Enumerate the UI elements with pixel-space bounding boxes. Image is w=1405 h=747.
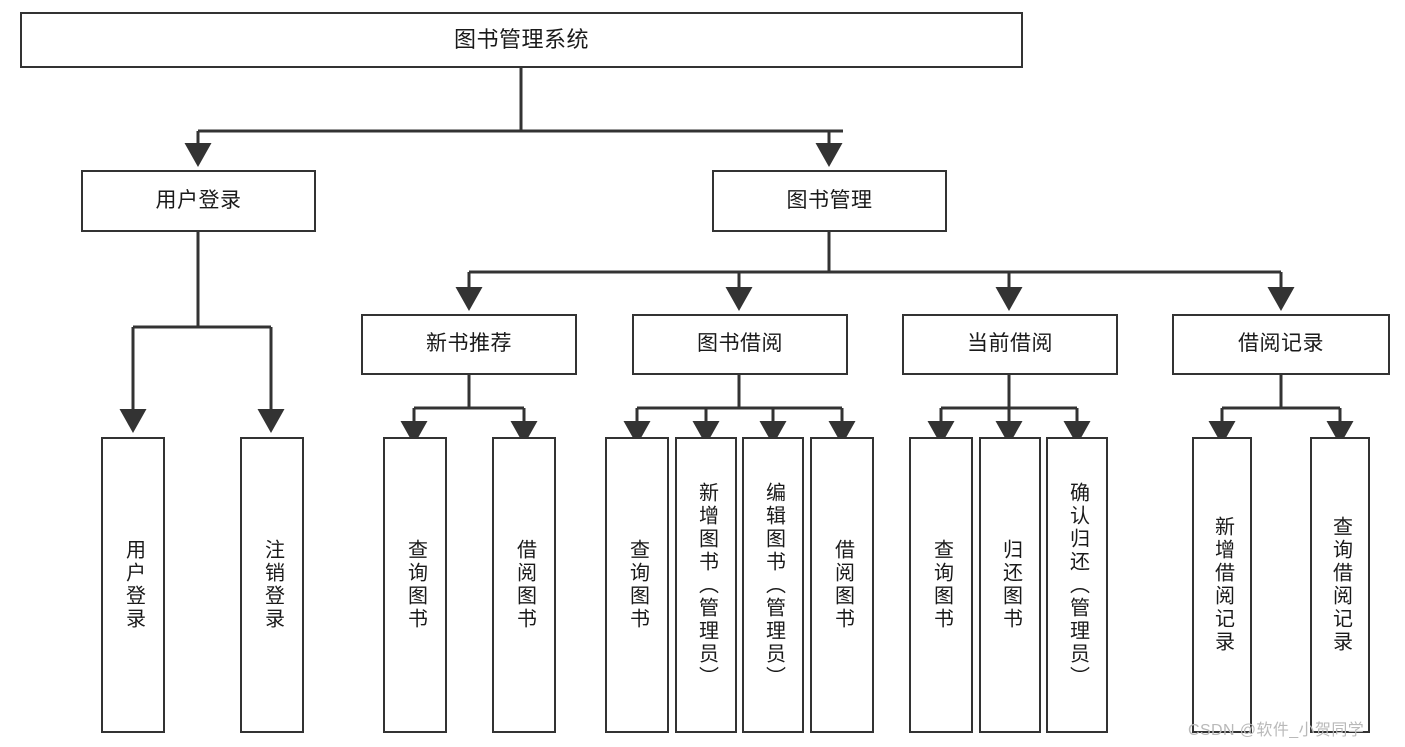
node-label: 查询图书 xyxy=(930,539,953,631)
node-label: 借阅记录 xyxy=(1238,332,1324,356)
node-new-book-recommend[interactable]: 新书推荐 xyxy=(361,314,577,375)
node-label: 确认归还（管理员） xyxy=(1066,481,1089,689)
leaf-new-book-query[interactable]: 查询图书 xyxy=(383,437,447,733)
node-borrow-record[interactable]: 借阅记录 xyxy=(1172,314,1390,375)
node-label: 新增借阅记录 xyxy=(1211,516,1234,654)
node-label: 查询借阅记录 xyxy=(1329,516,1352,654)
leaf-current-borrow-query[interactable]: 查询图书 xyxy=(909,437,973,733)
node-label: 新书推荐 xyxy=(426,332,512,356)
leaf-book-borrow-borrow[interactable]: 借阅图书 xyxy=(810,437,874,733)
node-label: 借阅图书 xyxy=(513,539,536,631)
leaf-user-login-logout[interactable]: 注销登录 xyxy=(240,437,304,733)
leaf-new-book-borrow[interactable]: 借阅图书 xyxy=(492,437,556,733)
node-current-borrow[interactable]: 当前借阅 xyxy=(902,314,1118,375)
node-label: 图书借阅 xyxy=(697,332,783,356)
node-label: 图书管理系统 xyxy=(453,27,589,53)
node-label: 归还图书 xyxy=(999,539,1022,631)
node-label: 图书管理 xyxy=(786,188,873,212)
node-label: 查询图书 xyxy=(404,539,427,631)
leaf-borrow-record-query[interactable]: 查询借阅记录 xyxy=(1310,437,1370,733)
leaf-book-borrow-add-admin[interactable]: 新增图书（管理员） xyxy=(675,437,737,733)
leaf-user-login-login[interactable]: 用户登录 xyxy=(101,437,165,733)
leaf-current-borrow-confirm-admin[interactable]: 确认归还（管理员） xyxy=(1046,437,1108,733)
node-book-borrow[interactable]: 图书借阅 xyxy=(632,314,848,375)
leaf-book-borrow-query[interactable]: 查询图书 xyxy=(605,437,669,733)
node-label: 用户登录 xyxy=(155,188,242,212)
leaf-borrow-record-add[interactable]: 新增借阅记录 xyxy=(1192,437,1252,733)
node-label: 注销登录 xyxy=(261,539,284,631)
node-label: 借阅图书 xyxy=(831,539,854,631)
leaf-current-borrow-return[interactable]: 归还图书 xyxy=(979,437,1041,733)
node-label: 当前借阅 xyxy=(967,332,1053,356)
node-book-management[interactable]: 图书管理 xyxy=(712,170,947,232)
node-user-login[interactable]: 用户登录 xyxy=(81,170,316,232)
node-label: 编辑图书（管理员） xyxy=(762,481,785,689)
leaf-book-borrow-edit-admin[interactable]: 编辑图书（管理员） xyxy=(742,437,804,733)
node-label: 查询图书 xyxy=(626,539,649,631)
node-label: 用户登录 xyxy=(122,539,145,631)
node-book-management-system[interactable]: 图书管理系统 xyxy=(20,12,1023,68)
node-label: 新增图书（管理员） xyxy=(695,481,718,689)
